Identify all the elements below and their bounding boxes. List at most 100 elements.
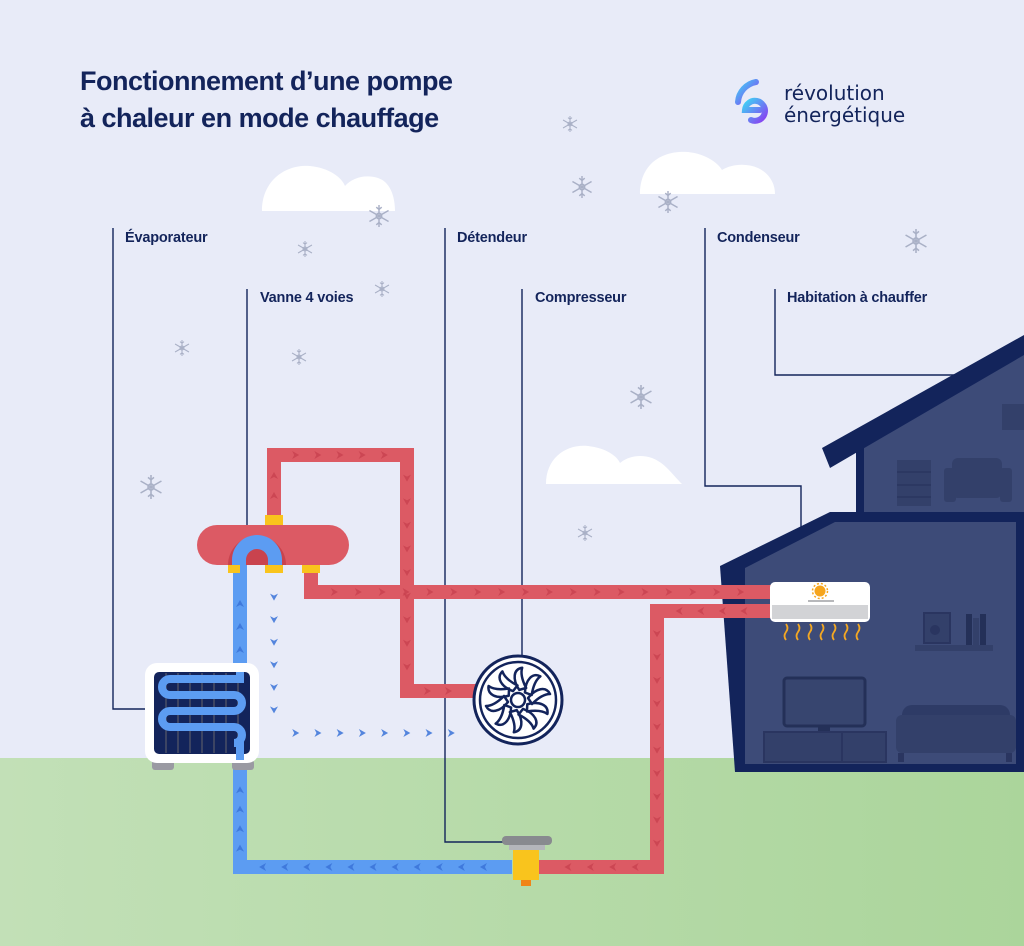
sun-icon <box>811 582 829 600</box>
flow-arrow-icon <box>358 451 366 459</box>
flow-arrow-icon <box>270 492 278 499</box>
flow-arrow-icon <box>270 472 278 479</box>
flow-arrow-icon <box>403 663 411 671</box>
heat-wave-icon <box>783 623 861 641</box>
four-way-valve <box>197 515 349 573</box>
fan-blade <box>508 708 523 734</box>
flow-arrow-icon <box>259 863 267 871</box>
cloud-icon <box>262 165 395 211</box>
label-evaporateur: Évaporateur <box>125 229 208 246</box>
flow-arrow-icon <box>586 863 594 871</box>
flow-arrow-icon <box>403 616 411 624</box>
flow-arrow-icon <box>425 729 433 737</box>
flow-arrow-icon <box>457 863 465 871</box>
page-title-line-1: Fonctionnement d’une pompe <box>80 66 453 96</box>
ground <box>0 758 1024 946</box>
flow-arrow-icon <box>653 700 661 708</box>
label-compresseur: Compresseur <box>535 290 627 306</box>
flow-arrow-icon <box>402 588 410 596</box>
fan-blade <box>484 694 510 713</box>
flow-arrow-icon <box>330 588 338 596</box>
flow-arrow-icon <box>270 683 278 691</box>
flow-arrow-icon <box>564 863 572 871</box>
flow-arrow-icon <box>236 786 244 794</box>
flow-arrow-icon <box>413 863 421 871</box>
flow-arrow-icon <box>270 616 278 624</box>
hot-pipe-condenser-return <box>533 604 777 874</box>
flow-arrow-icon <box>426 588 434 596</box>
flow-arrow-icon <box>522 588 530 596</box>
flow-arrow-icon <box>435 863 443 871</box>
flow-arrow-icon <box>713 588 721 596</box>
flow-arrow-icon <box>498 588 506 596</box>
condenser-unit <box>770 582 870 641</box>
flow-arrow-icon <box>270 638 278 646</box>
detendeur-valve <box>502 836 552 886</box>
flow-arrow-icon <box>737 588 745 596</box>
flow-arrow-icon <box>369 863 377 871</box>
fan-blade <box>487 684 511 699</box>
flow-arrow-icon <box>354 588 362 596</box>
flow-arrow-icon <box>403 729 411 737</box>
label-habitation: Habitation à chauffer <box>787 290 928 306</box>
flow-arrow-icon <box>292 451 300 459</box>
flow-arrow-icon <box>617 588 625 596</box>
flow-arrow-icon <box>653 769 661 777</box>
brand-name-line-1: révolution <box>784 81 885 105</box>
flow-arrow-icon <box>303 863 311 871</box>
cloud-icon <box>546 445 682 484</box>
flow-arrow-icon <box>378 588 386 596</box>
flow-arrow-icon <box>675 607 683 615</box>
flow-arrow-icon <box>381 729 389 737</box>
flow-arrow-icon <box>631 863 639 871</box>
flow-arrow-icon <box>653 793 661 801</box>
flow-arrow-icon <box>236 600 244 607</box>
flow-arrow-icon <box>569 588 577 596</box>
flow-arrow-icon <box>380 451 388 459</box>
flow-arrow-icon <box>336 729 344 737</box>
flow-arrow-icon <box>281 863 289 871</box>
compressor-fan-icon <box>472 654 564 746</box>
flow-arrow-icon <box>270 661 278 669</box>
leader-detendeur <box>444 228 505 843</box>
flow-arrow-icon <box>270 706 278 714</box>
flow-arrow-icon <box>479 863 487 871</box>
flow-arrow-icon <box>424 687 431 695</box>
flow-arrow-icon <box>718 607 726 615</box>
leader-evaporateur <box>112 228 150 710</box>
flow-arrow-icon <box>403 474 411 482</box>
evaporator <box>145 663 259 770</box>
flow-arrow-icon <box>314 451 322 459</box>
fan-blade <box>523 674 542 697</box>
brand-logo: révolution énergétique <box>735 79 905 127</box>
flow-arrow-icon <box>545 588 553 596</box>
flow-arrow-icon <box>653 676 661 684</box>
cloud-icon <box>640 151 775 194</box>
flow-arrow-icon <box>653 653 661 661</box>
flow-arrow-icon <box>450 588 458 596</box>
flow-arrow-icon <box>653 839 661 847</box>
flow-arrow-icon <box>697 607 705 615</box>
evaporator-coil <box>158 672 246 760</box>
flow-arrow-icon <box>653 816 661 824</box>
flow-arrow-icon <box>403 545 411 553</box>
flow-arrow-icon <box>593 588 601 596</box>
flow-arrow-icon <box>445 687 452 695</box>
flow-arrow-icon <box>292 729 300 737</box>
fan-blade <box>525 701 549 716</box>
flow-arrow-icon <box>474 588 482 596</box>
flow-arrow-icon <box>236 844 244 852</box>
flow-arrow-icon <box>665 588 673 596</box>
page-title-line-2: à chaleur en mode chauffage <box>80 103 439 133</box>
brand-name-line-2: énergétique <box>784 103 905 127</box>
flow-arrow-icon <box>653 630 661 638</box>
leader-habitation <box>774 289 958 376</box>
fan-blade <box>517 707 538 730</box>
flow-arrow-icon <box>270 593 278 601</box>
flow-arrow-icon <box>236 623 244 630</box>
fan-blade <box>498 670 519 693</box>
flow-arrow-icon <box>236 805 244 813</box>
flow-arrow-icon <box>403 521 411 529</box>
flow-arrow-icon <box>653 746 661 754</box>
flow-arrow-icon <box>447 729 455 737</box>
